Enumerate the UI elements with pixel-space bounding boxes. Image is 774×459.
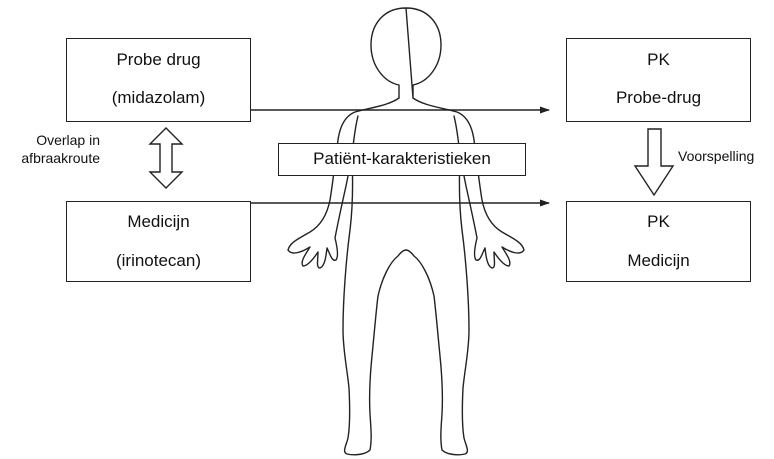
pk-probe-drug-box: PK Probe-drug <box>566 38 751 122</box>
overlap-label-line2: afbraakroute <box>0 149 100 167</box>
pk-medicine-box: PK Medicijn <box>566 201 751 282</box>
medicine-name: (irinotecan) <box>67 251 250 271</box>
medicine-box: Medicijn (irinotecan) <box>66 201 251 282</box>
pk-medicine-name: Medicijn <box>567 251 750 271</box>
overlap-label: Overlap in afbraakroute <box>0 131 100 167</box>
pk-medicine-title: PK <box>567 212 750 232</box>
down-arrow-icon <box>635 129 673 195</box>
probe-drug-box: Probe drug (midazolam) <box>66 38 251 122</box>
pk-probe-title: PK <box>567 50 750 70</box>
human-body-silhouette-icon <box>288 8 524 455</box>
patient-characteristics-box: Patiënt-karakteristieken <box>278 143 526 176</box>
prediction-label: Voorspelling <box>678 147 754 165</box>
overlap-label-line1: Overlap in <box>0 131 100 149</box>
double-headed-arrow-icon <box>150 128 182 188</box>
probe-drug-title: Probe drug <box>67 50 250 70</box>
pk-probe-name: Probe-drug <box>567 88 750 108</box>
probe-drug-name: (midazolam) <box>67 88 250 108</box>
medicine-title: Medicijn <box>67 212 250 232</box>
